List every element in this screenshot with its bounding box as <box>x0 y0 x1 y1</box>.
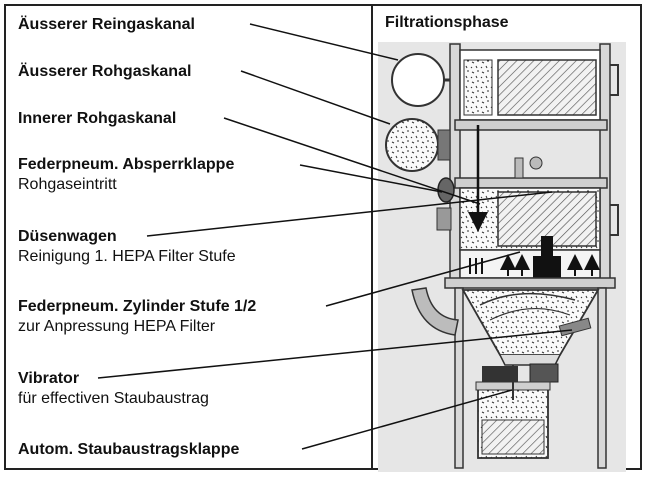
pneumatic-cylinder <box>533 256 561 280</box>
vibrator <box>482 366 518 382</box>
outer-raw-gas-duct <box>385 118 439 172</box>
shelf-upper <box>454 119 608 131</box>
label-zylinder: Federpneum. Zylinder Stufe 1/2 zur Anpre… <box>18 297 256 337</box>
label-title: Äusserer Rohgaskanal <box>18 63 192 80</box>
label-subtitle: Reinigung 1. HEPA Filter Stufe <box>18 248 236 265</box>
pointer-line <box>97 329 573 379</box>
label-innerer-rohgaskanal: Innerer Rohgaskanal <box>18 109 176 129</box>
label-subtitle: für effectiven Staubaustrag <box>18 390 209 407</box>
pointer-line <box>223 117 481 205</box>
dust-fill <box>481 419 545 455</box>
frame-upright-left <box>449 43 461 285</box>
label-subtitle: Rohgaseintritt <box>18 176 117 193</box>
label-title: Innerer Rohgaskanal <box>18 110 177 127</box>
frame-upright-right <box>599 43 611 285</box>
vibrator-motor <box>529 363 559 383</box>
flap-actuator <box>436 207 452 231</box>
connector-fitting <box>529 156 543 170</box>
pointer-line <box>249 23 399 61</box>
hopper-table <box>444 277 616 289</box>
leg-left <box>454 287 464 469</box>
label-subtitle: zur Anpressung HEPA Filter <box>18 318 216 335</box>
bypass-pipe <box>411 287 459 336</box>
label-title: Vibrator <box>18 370 80 387</box>
upper-inner-duct <box>463 59 493 116</box>
upper-hepa-filter <box>497 59 597 116</box>
label-absperrklappe: Federpneum. Absperrklappe Rohgaseintritt <box>18 155 234 195</box>
hopper-curve <box>489 308 571 321</box>
label-title: Federpneum. Absperrklappe <box>18 156 235 173</box>
label-title: Federpneum. Zylinder Stufe 1/2 <box>18 298 257 315</box>
panel-title: Filtrationsphase <box>385 14 509 31</box>
handle-lower <box>610 204 619 236</box>
pointer-line <box>240 70 391 125</box>
pneumatic-cylinder-rod <box>541 236 553 260</box>
raw-gas-flange <box>437 129 451 161</box>
label-title: Düsenwagen <box>18 228 117 245</box>
label-aeusserer-rohgaskanal: Äusserer Rohgaskanal <box>18 62 191 82</box>
outer-clean-gas-duct <box>391 53 445 107</box>
leg-right <box>597 287 607 469</box>
label-staubaustragsklappe: Autom. Staubaustragsklappe <box>18 440 239 460</box>
pointer-line <box>146 191 553 237</box>
label-title: Autom. Staubaustragsklappe <box>18 441 240 458</box>
pointer-line <box>301 389 513 450</box>
label-duesenwagen: Düsenwagen Reinigung 1. HEPA Filter Stuf… <box>18 227 236 267</box>
handle-upper <box>610 64 619 96</box>
label-aeusserer-reingaskanal: Äusserer Reingaskanal <box>18 15 195 35</box>
panel-divider <box>371 4 373 470</box>
connector-pipe <box>514 157 524 179</box>
label-vibrator: Vibrator für effectiven Staubaustrag <box>18 369 209 409</box>
pointer-line <box>299 164 443 193</box>
pointer-lines <box>97 23 573 450</box>
pointer-line <box>325 251 521 307</box>
label-title: Äusserer Reingaskanal <box>18 16 195 33</box>
hopper-curve <box>479 292 576 306</box>
